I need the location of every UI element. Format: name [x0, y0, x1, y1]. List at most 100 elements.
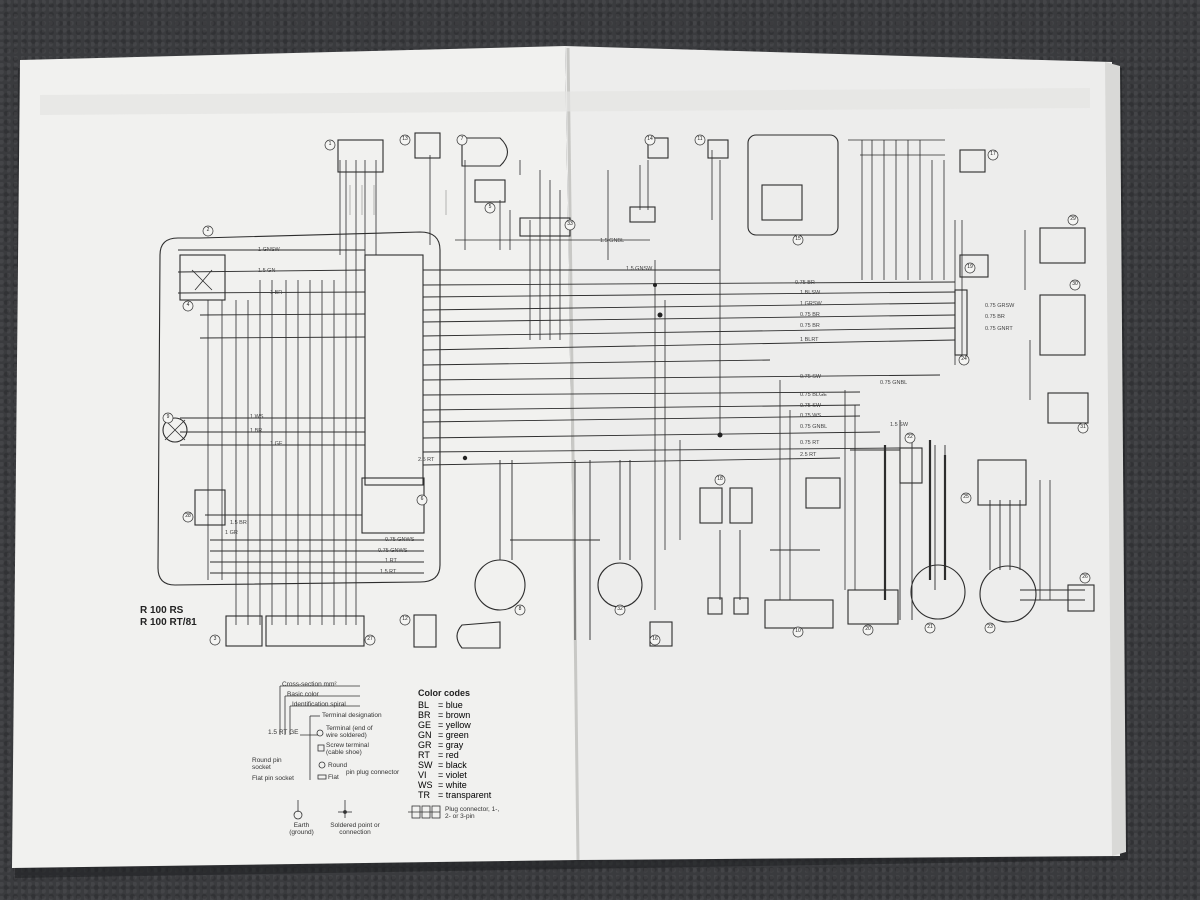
- left-wire-label: 0.75 GNWS: [385, 537, 415, 543]
- component-4-symbol: [191, 269, 213, 291]
- legend-flat-pin-socket: Flat pin socket: [252, 775, 294, 782]
- color-code-name: = violet: [438, 770, 467, 780]
- color-code-ge: GE= yellow: [418, 720, 471, 730]
- right-wire-label: 0.75 SW: [800, 403, 822, 409]
- component-number-label: 16: [652, 636, 658, 642]
- wire-label-ticks: [339, 185, 447, 215]
- component-1-box: [337, 139, 384, 173]
- left-wire-label: 1 GNSW: [258, 247, 280, 253]
- right-wire-label: 0.75 BLGE: [800, 392, 827, 398]
- color-code-abbrev: WS: [418, 780, 433, 790]
- gauge-left: [474, 559, 526, 611]
- component-19-relay: [805, 477, 841, 509]
- color-code-name: = black: [438, 760, 467, 770]
- component-number-label: 7: [460, 136, 464, 142]
- far-right-wire-label: 0.75 GNRT: [985, 326, 1013, 332]
- component-number-label: 6: [420, 496, 424, 502]
- legend-terminal-soldered: Terminal (end of wire soldered): [326, 725, 373, 739]
- component-number-label: 4: [186, 302, 190, 308]
- right-wire-label: 1 BLRT: [800, 337, 819, 343]
- right-wire-label: 0.75 BR: [800, 312, 820, 318]
- component-number-label: 11: [697, 136, 703, 142]
- component-number-label: 1: [328, 141, 332, 147]
- component-number-label: 29: [1070, 216, 1076, 222]
- component-16-box: [649, 621, 673, 647]
- component-number-label: 27: [367, 636, 373, 642]
- left-wire-label: 1.5 RT: [380, 569, 397, 575]
- left-wire-label: 1 GE: [270, 441, 283, 447]
- component-number-label: 17: [990, 151, 996, 157]
- component-29-box: [1039, 227, 1086, 264]
- legend-flat: Flat: [328, 774, 339, 781]
- component-number-label: 2: [206, 227, 210, 233]
- right-wire-label: 0.75 GNBL: [880, 380, 908, 386]
- color-code-name: = gray: [438, 740, 464, 750]
- color-code-gn: GN= green: [418, 730, 469, 740]
- component-14-box: [647, 137, 669, 159]
- far-right-wire-label: 0.75 GRSW: [985, 303, 1015, 309]
- color-code-abbrev: GN: [418, 730, 432, 740]
- right-wire-label: 0.75 RT: [800, 440, 820, 446]
- legend-basic-color: Basic color: [287, 691, 319, 698]
- component-number-label: 28: [185, 513, 191, 519]
- component-number-label: 19: [967, 264, 973, 270]
- color-code-name: = white: [438, 780, 467, 790]
- page-edge-stack: [1105, 62, 1126, 856]
- color-code-abbrev: GR: [418, 740, 432, 750]
- component-23-circle: [979, 565, 1037, 623]
- color-codes-title: Color codes: [418, 688, 471, 698]
- component-15-box: [747, 134, 839, 236]
- legend-plug-connector: Plug connector, 1-, 2- or 3-pin: [445, 806, 500, 820]
- color-code-abbrev: TR: [418, 790, 430, 800]
- right-wire-label: 0.75 SW: [800, 374, 822, 380]
- left-page: [12, 46, 578, 868]
- component-number-label: 14: [647, 136, 653, 142]
- right-wire-label: 2.5 RT: [800, 452, 817, 458]
- component-26-box: [1067, 584, 1095, 612]
- component-14-lamp: [456, 621, 501, 649]
- component-19-box: [959, 254, 989, 278]
- vertical-wires-left: [207, 155, 431, 625]
- component-30-box: [1039, 294, 1086, 356]
- right-wire-label: 1 GRSW: [800, 301, 822, 307]
- legend-earth: Earth (ground): [289, 822, 314, 836]
- color-code-abbrev: VI: [418, 770, 427, 780]
- legend-round: Round: [328, 762, 348, 769]
- color-code-sw: SW= black: [418, 760, 467, 770]
- color-code-name: = transparent: [438, 790, 492, 800]
- right-wire-label: 0.75 BR: [795, 280, 815, 286]
- component-number-label: 3: [213, 636, 217, 642]
- indicator-b: [733, 597, 749, 615]
- legend-terminal-designation: Terminal designation: [322, 712, 382, 719]
- left-wire-label: 1 WS: [250, 414, 264, 420]
- color-code-name: = blue: [438, 700, 463, 710]
- color-code-tr: TR = transparent: [418, 790, 491, 800]
- component-4-box: [179, 254, 226, 301]
- color-code-abbrev: RT: [418, 750, 430, 760]
- legend-pin-plug: pin plug connector: [346, 769, 400, 776]
- component-13-box: [414, 132, 441, 159]
- color-code-br: BR= brown: [418, 710, 470, 720]
- legend-round-pin-socket: Round pin socket: [252, 757, 282, 771]
- component-number-label: 12: [402, 616, 408, 622]
- right-wire-label: 0.75 WS: [800, 413, 822, 419]
- component-22-box: [847, 589, 899, 625]
- component-17-box: [959, 149, 986, 173]
- legend-diagram: [279, 685, 441, 820]
- component-5-box: [474, 179, 506, 203]
- component-number-label: 15: [795, 236, 801, 242]
- component-18a: [699, 487, 723, 524]
- component-number-label: 25: [963, 494, 969, 500]
- right-wire-label: 1.5 GNSW: [626, 266, 653, 272]
- legend-cross-section: Cross-section mm²: [282, 681, 337, 688]
- left-wire-label: 2.5 RT: [418, 457, 435, 463]
- harness-outline-left: [157, 231, 441, 586]
- left-wire-label: 1.5 BR: [230, 520, 247, 526]
- open-manual-pages: [12, 46, 1128, 878]
- legend-identification-spiral: Identification spiral: [292, 701, 346, 708]
- component-23-box: [899, 447, 923, 484]
- central-fuse-block: [364, 254, 424, 486]
- color-code-abbrev: BL: [418, 700, 430, 710]
- model-label-rs: R 100 RS: [140, 605, 184, 616]
- component-number-label: 5: [488, 204, 492, 210]
